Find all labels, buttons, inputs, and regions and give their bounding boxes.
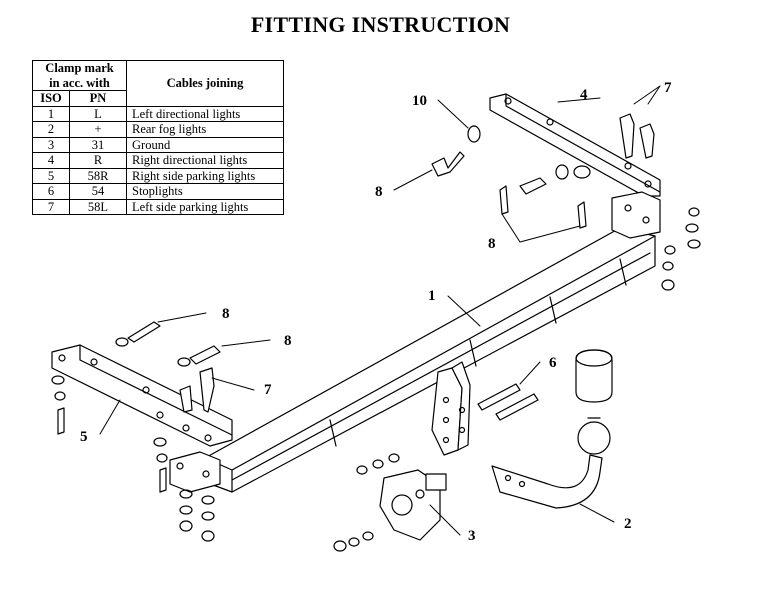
part-labels: 1 2 3 4 5 6 7 7 8 8 8 8 10 — [80, 80, 672, 544]
cell-cable: Stoplights — [126, 183, 284, 200]
table-row: 7 58L Left side parking lights — [32, 198, 284, 215]
label-part-8-left-a: 8 — [222, 306, 230, 322]
label-part-8-mid: 8 — [488, 236, 496, 252]
label-part-10: 10 — [412, 93, 427, 109]
header-cables-joining: Cables joining — [126, 60, 284, 107]
cell-cable: Ground — [126, 136, 284, 153]
center-mount-plate — [431, 361, 471, 456]
table-row: 6 54 Stoplights — [32, 183, 284, 200]
label-part-3: 3 — [468, 528, 476, 544]
cell-pn: 31 — [69, 136, 127, 153]
cell-pn: 54 — [69, 183, 127, 200]
header-clamp-line1: Clamp mark — [45, 61, 114, 75]
label-part-6: 6 — [549, 355, 557, 371]
bolts-and-fasteners — [51, 113, 701, 552]
label-part-1: 1 — [428, 288, 436, 304]
towball-neck-part-2 — [491, 349, 613, 509]
table-row: 4 R Right directional lights — [32, 152, 284, 169]
right-bracket-part-4 — [489, 93, 661, 239]
label-part-7-left: 7 — [264, 382, 272, 398]
cell-iso: 7 — [32, 198, 70, 215]
cell-cable: Left side parking lights — [126, 198, 284, 215]
label-part-8-left-b: 8 — [284, 333, 292, 349]
header-clamp-mark: Clamp mark in acc. with — [32, 60, 127, 91]
label-part-8-top: 8 — [375, 184, 383, 200]
socket-plate-part-3 — [379, 469, 447, 541]
page-title: FITTING INSTRUCTION — [250, 12, 511, 37]
cell-cable: Right directional lights — [126, 152, 284, 169]
label-part-2: 2 — [624, 516, 632, 532]
left-bracket-part-5 — [51, 344, 233, 493]
header-pn: PN — [69, 90, 127, 107]
leader-lines — [99, 85, 661, 536]
cables-joining-table: Clamp mark in acc. with Cables joining I… — [32, 60, 284, 215]
cell-pn: 58L — [69, 198, 127, 215]
cell-cable: Right side parking lights — [126, 167, 284, 184]
label-part-7-top: 7 — [664, 80, 672, 96]
label-part-5: 5 — [80, 429, 88, 445]
table-row: 3 31 Ground — [32, 136, 284, 153]
header-clamp-line2: in acc. with — [49, 75, 110, 90]
table-header-row: Clamp mark in acc. with Cables joining — [32, 60, 284, 107]
label-part-4: 4 — [580, 87, 588, 103]
